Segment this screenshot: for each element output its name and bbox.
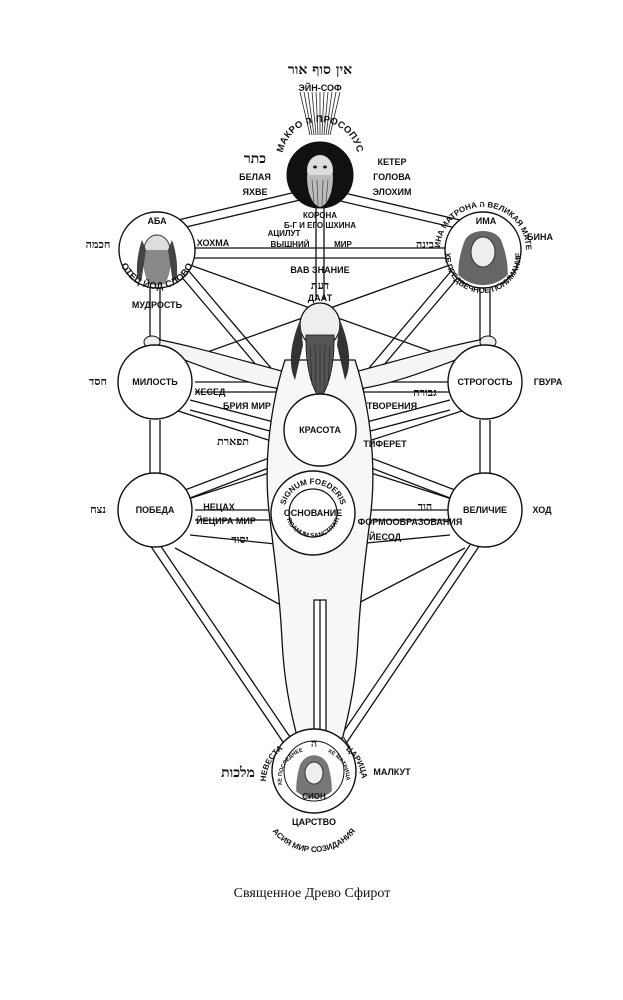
- keter-under-2: Б-Г И ЕГО ШХИНА: [284, 221, 356, 230]
- atzilut-label-2: ВЫШНИЙ: [271, 240, 310, 249]
- beriah-world-label: БРИЯ МИР: [223, 401, 271, 411]
- netzach-name: ПОБЕДА: [136, 505, 175, 515]
- chokhmah-label: ХОХМА: [197, 238, 230, 248]
- tiferet-sefirah: [283, 393, 357, 467]
- figure-caption: Священное Древо Сфирот: [234, 886, 391, 901]
- daat-label-1: ВАВ ЗНАНИЕ: [290, 265, 349, 275]
- netzach-sefirah: [117, 472, 193, 548]
- malkhut-hebrew: מלכות: [221, 765, 255, 781]
- keter-right-1: КЕТЕР: [378, 157, 407, 167]
- hod-sefirah: [447, 472, 523, 548]
- keter-sefirah: [286, 141, 354, 209]
- chokhmah-hebrew: חכמה: [86, 238, 111, 251]
- binah-arc-top: ШХИНА МАТРОНА ה ВЕЛИКАЯ МАТЕРЬ: [0, 0, 533, 251]
- atzilut-label-1: АЦИЛУТ: [268, 229, 301, 238]
- keter-right-2: ГОЛОВА: [373, 172, 411, 182]
- formation-world-label: ФОРМООБРАЗОВАНИЯ: [358, 517, 463, 527]
- hod-name: ВЕЛИЧИЕ: [463, 505, 507, 515]
- keter-hebrew: כתר: [244, 151, 266, 167]
- kingdom-label: ЦАРСТВО: [292, 817, 336, 827]
- gevurah-name: СТРОГОСТЬ: [458, 377, 513, 387]
- keter-left-1: БЕЛАЯ: [239, 172, 271, 182]
- ein-sof-label: ЭЙН-СОФ: [298, 82, 342, 93]
- gevurah-sefirah: [447, 344, 523, 420]
- malkhut-label: МАЛКУТ: [373, 767, 411, 777]
- tiferet-label: ТИФЕРЕТ: [363, 439, 407, 449]
- binah-sefirah: [444, 211, 522, 289]
- ein-sof-hebrew: אין סוף אור: [288, 62, 352, 78]
- tiferet-hebrew: תפארת: [217, 435, 249, 448]
- netzach-hebrew: נצח: [90, 503, 106, 516]
- hod-hebrew: הוד: [418, 500, 432, 513]
- wisdom-label: МУДРОСТЬ: [132, 300, 183, 310]
- zion-label: СИОН: [302, 792, 326, 801]
- hod-label: ХОД: [532, 505, 552, 515]
- ein-sof-rays: [299, 91, 341, 136]
- creation-world-label: ТВОРЕНИЯ: [367, 401, 417, 411]
- yesod-name: ОСНОВАНИЕ: [284, 508, 343, 518]
- gevurah-hebrew: גבורה: [413, 386, 437, 399]
- daat-label-2: ДААТ: [308, 293, 333, 303]
- assiah-arc-label: АСИЯ МИР СОЗИДАНИЯ: [271, 826, 358, 854]
- aba-name: АБА: [147, 216, 167, 226]
- chesed-name: МИЛОСТЬ: [132, 377, 178, 387]
- chesed-sefirah: [117, 344, 193, 420]
- yesod-sefirah: [270, 470, 356, 556]
- yetzirah-world-label: ЙЕЦИРА МИР: [196, 515, 256, 526]
- ima-name: ИМА: [476, 216, 497, 226]
- chesed-label: ХЕСЕД: [195, 387, 227, 397]
- malkhut-sefirah: [271, 728, 357, 814]
- keter-right-3: ЭЛОХИМ: [372, 187, 411, 197]
- malkhut-heh: ה: [311, 737, 317, 750]
- binah-hebrew: בינה: [416, 238, 434, 251]
- yesod-label: ЙЕСОД: [369, 531, 402, 542]
- gevurah-label: ГВУРА: [534, 377, 563, 387]
- keter-under-1: КОРОНА: [303, 211, 337, 220]
- yesod-hebrew: יסוד: [231, 533, 248, 546]
- netzach-label: НЕЦАХ: [203, 502, 235, 512]
- chesed-hebrew: חסד: [89, 375, 107, 388]
- tiferet-name: КРАСОТА: [299, 425, 341, 435]
- chokhmah-sefirah: [118, 211, 196, 289]
- keter-left-2: ЯХВЕ: [243, 187, 268, 197]
- daat-hebrew: דעת: [311, 279, 329, 292]
- binah-label: БИНА: [527, 232, 553, 242]
- mir-label: МИР: [334, 240, 352, 249]
